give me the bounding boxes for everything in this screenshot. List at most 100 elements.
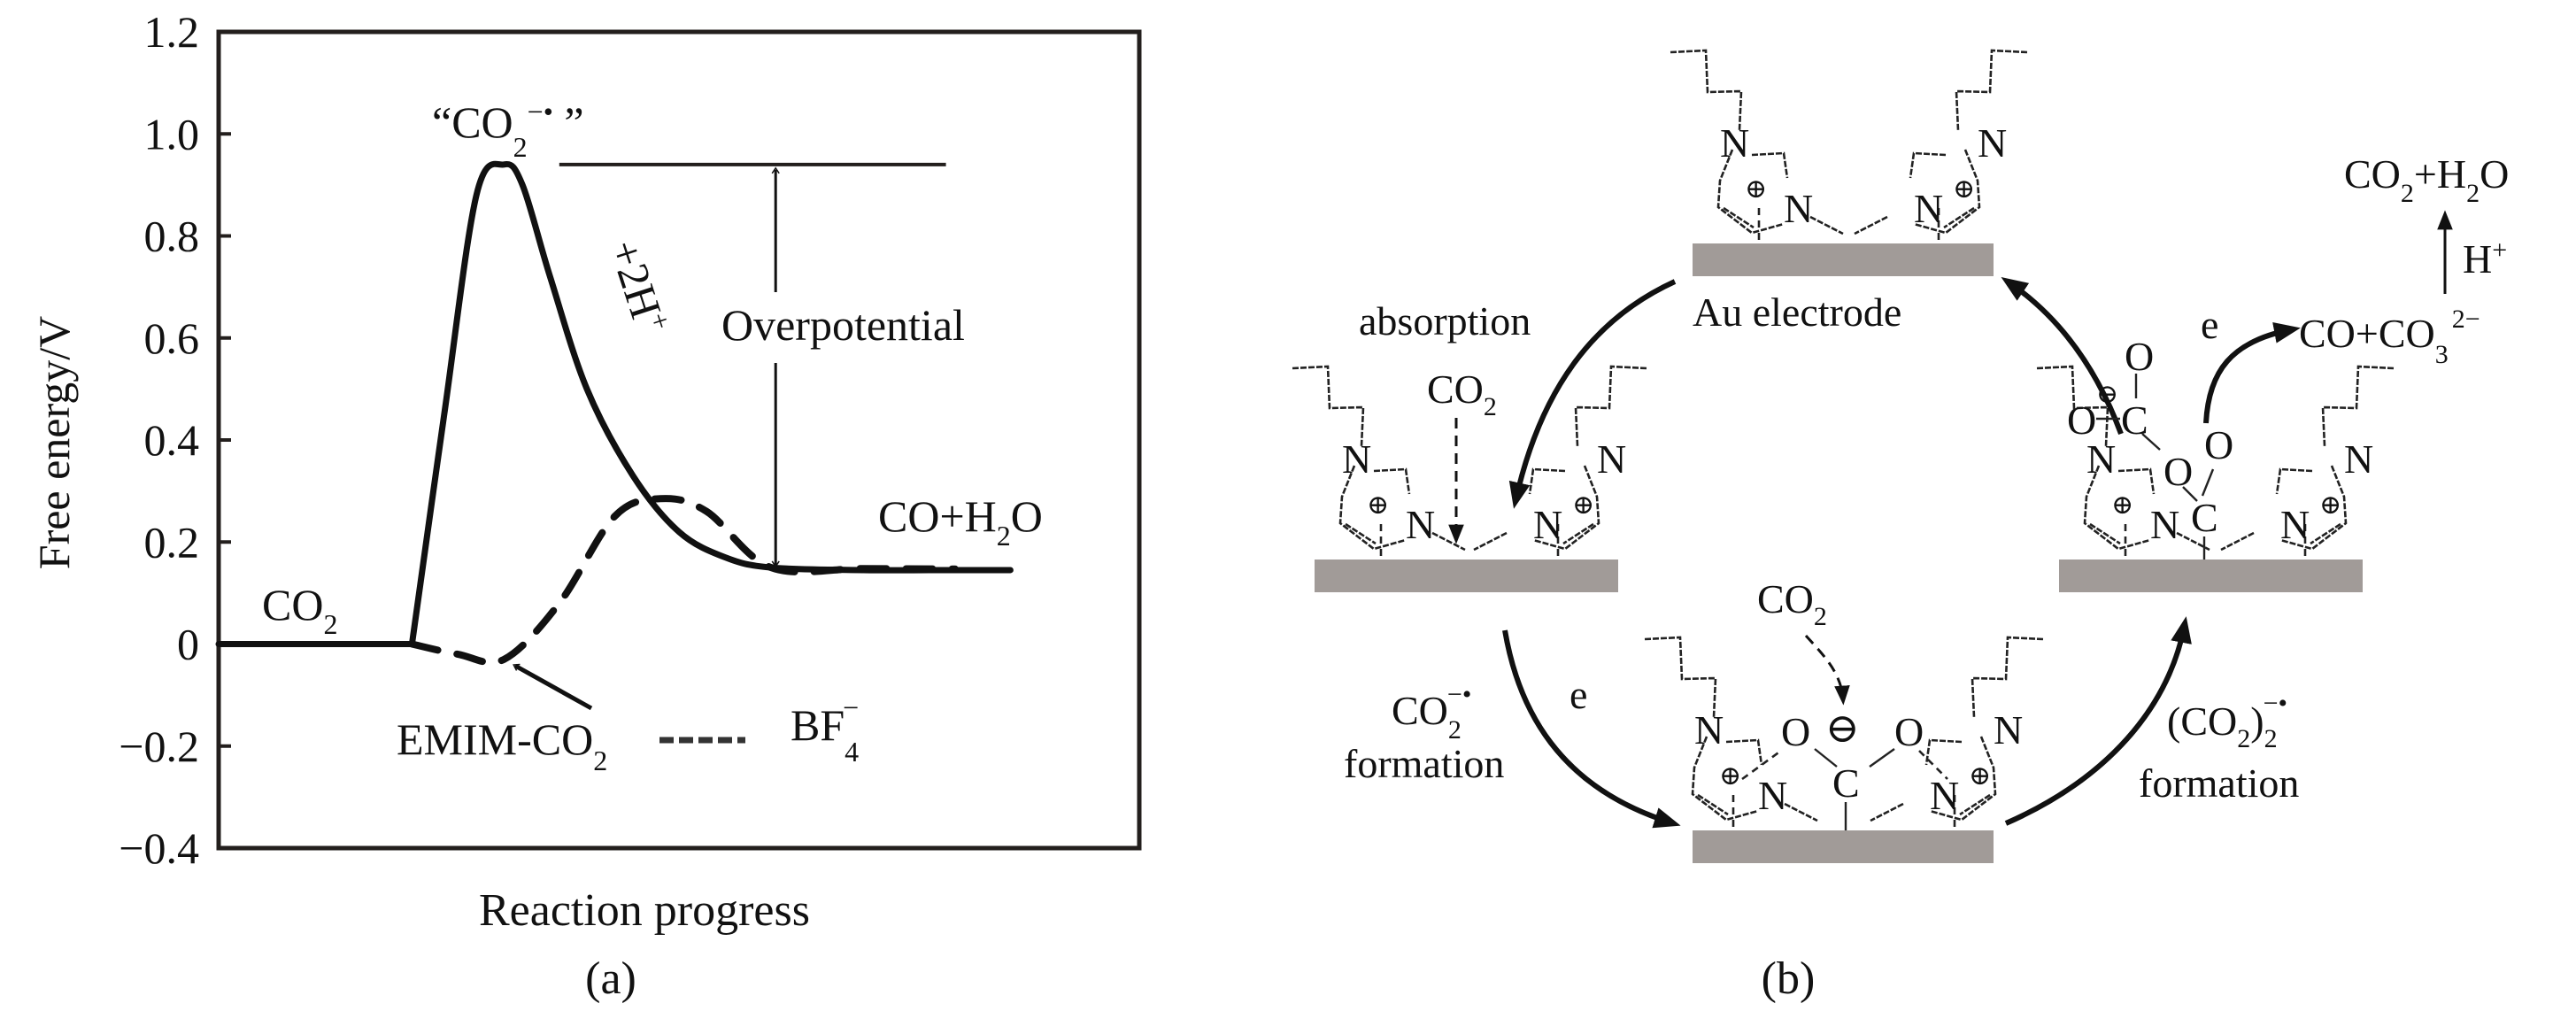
ethyl-chain: [2321, 365, 2395, 447]
electrode-bottom: [1693, 830, 1994, 863]
dimer-bond-o-c-lower: [2182, 486, 2198, 502]
peak-label: “CO2−• ”: [432, 96, 584, 163]
proton-label: H+: [2463, 235, 2507, 282]
y-tick-label: −0.2: [119, 722, 199, 771]
atom-n3: N: [2150, 502, 2179, 547]
positive-charge: ⊕: [1953, 174, 1975, 204]
ethyl-chain: [1292, 365, 1365, 447]
cycle-arrow-top-to-left: [1508, 279, 1677, 509]
atom-n3: N: [1533, 502, 1562, 547]
imidazolium-ring-bond: [1338, 465, 1411, 551]
y-tick-label: −0.4: [119, 823, 199, 873]
positive-charge: ⊕: [2111, 490, 2133, 520]
atom-n3: N: [1930, 773, 1959, 818]
emim-cation-left-a: NN⊕: [1292, 365, 1466, 560]
charge-minus: ⊖: [1825, 706, 1860, 751]
emim-cation-left-b: NN⊕: [1473, 365, 1647, 560]
x-axis-title: Reaction progress: [479, 885, 810, 936]
cycle-arrow-right-to-top: [2001, 276, 2124, 436]
panel-a-chart: Free energy/V −0.4−0.200.20.40.60.81.01.…: [29, 7, 1142, 1004]
imidazolium-ring-bond: [2083, 465, 2156, 551]
y-tick-label: 1.0: [144, 109, 200, 158]
imidazolium-ring-bond: [1691, 736, 1763, 822]
emim-cation-bottom-b: NN⊕: [1870, 636, 2044, 830]
dimer-o-left: O: [2067, 397, 2096, 443]
atom-n1: N: [2344, 436, 2373, 482]
anion-label: BF4−: [791, 691, 859, 768]
imidazolium-ring-bond: [1924, 736, 1997, 822]
dimer-o-right: O: [2204, 422, 2233, 467]
dimer-c-lower: C: [2191, 495, 2218, 540]
atom-n1: N: [1994, 707, 2023, 752]
emim-cation-top-left: NN ⊕: [1670, 49, 1844, 243]
au-electrode-label: Au electrode: [1693, 289, 1901, 335]
positive-charge: ⊕: [2319, 490, 2341, 520]
imidazolium-ring-bond: [1431, 531, 1466, 552]
atom-n3: N: [1914, 186, 1943, 231]
imidazolium-ring-bond: [1854, 215, 1888, 235]
imidazolium-ring-bond: [1909, 149, 1981, 235]
atom-n3: N: [1406, 502, 1435, 547]
final-products-label: CO2+H2O: [2344, 151, 2509, 208]
dimer-o-bridge: O: [2163, 449, 2193, 494]
series-layer: [215, 160, 1014, 667]
atom-c: C: [1832, 760, 1860, 806]
bond-o-c-left: [1814, 748, 1838, 768]
imidazolium-ring-bond: [1528, 465, 1600, 551]
ethyl-chain: [1670, 49, 1743, 131]
y-tick-label: 0.8: [144, 212, 200, 261]
atom-o-right: O: [1894, 709, 1924, 754]
emim-cation-top-right: NN⊕: [1854, 49, 2028, 243]
ethyl-chain: [1644, 636, 1717, 718]
atom-n1: N: [1694, 707, 1724, 752]
imidazolium-ring-bond: [1473, 531, 1508, 552]
co2-dimer-adduct: O O ⊖ C O O C: [2067, 334, 2233, 560]
product-release-arrow: [2203, 322, 2301, 424]
cycle-arrow-bottom-to-right: [2004, 616, 2192, 826]
dimer-formation-label: (CO2)2−•: [2167, 689, 2287, 753]
bond-o-c-right: [1869, 748, 1895, 768]
atom-n1: N: [1720, 120, 1749, 166]
imidazolium-ring-bond: [2275, 465, 2348, 551]
atom-n1: N: [1597, 436, 1626, 482]
atom-n3: N: [1784, 186, 1813, 231]
product-co-carbonate-label: CO+CO32−: [2299, 305, 2480, 369]
imidazolium-ring-bond: [1716, 149, 1789, 235]
atom-n1: N: [2086, 436, 2116, 482]
electron-right-label: e: [2201, 302, 2218, 347]
radical-formation-line2: formation: [1344, 741, 1504, 786]
panel-b-caption: (b): [1762, 953, 1816, 1004]
hbond-right: [1918, 750, 1948, 780]
hbond-left: [1741, 749, 1782, 781]
imidazolium-ring-bond: [1784, 802, 1818, 822]
emim-cation-bottom-a: NN⊕: [1644, 636, 1818, 830]
y-tick-label: 0.4: [144, 415, 200, 465]
product-label: CO+H2O: [878, 491, 1043, 552]
bridged-co2-radical: O ⊖ O C: [1741, 706, 1948, 830]
y-axis-title: Free energy/V: [29, 316, 79, 569]
proton-addition-label: +2H+: [600, 233, 678, 339]
co2-attack-label: CO2: [1757, 576, 1827, 631]
electrode-top: [1693, 243, 1994, 276]
positive-charge: ⊕: [1572, 490, 1594, 520]
imidazolium-ring-bond: [2220, 531, 2255, 552]
series-line-dashed: [408, 495, 959, 667]
atom-o-left: O: [1781, 709, 1810, 754]
positive-charge: ⊕: [1745, 174, 1767, 204]
emim-cation-right-b: NN⊕: [2220, 365, 2395, 560]
series-line-solid: [215, 160, 1014, 647]
complex-pointer-arrow: [513, 663, 593, 711]
overpotential-label: Overpotential: [721, 300, 965, 350]
imidazolium-ring-bond: [1809, 215, 1844, 235]
ethyl-chain: [1971, 636, 2044, 718]
co2-attack-arrow: [1804, 634, 1850, 706]
plot-frame: [216, 29, 1142, 851]
dimer-minus: ⊖: [2096, 380, 2118, 409]
dimer-bond-o-c-lower2: [2201, 468, 2215, 497]
reactant-label: CO2: [262, 580, 337, 640]
radical-formation-label: CO2−•: [1392, 680, 1471, 745]
positive-charge: ⊕: [1969, 761, 1991, 791]
co2-adsorb-label: CO2: [1427, 367, 1497, 421]
electron-left-label: e: [1570, 672, 1587, 717]
